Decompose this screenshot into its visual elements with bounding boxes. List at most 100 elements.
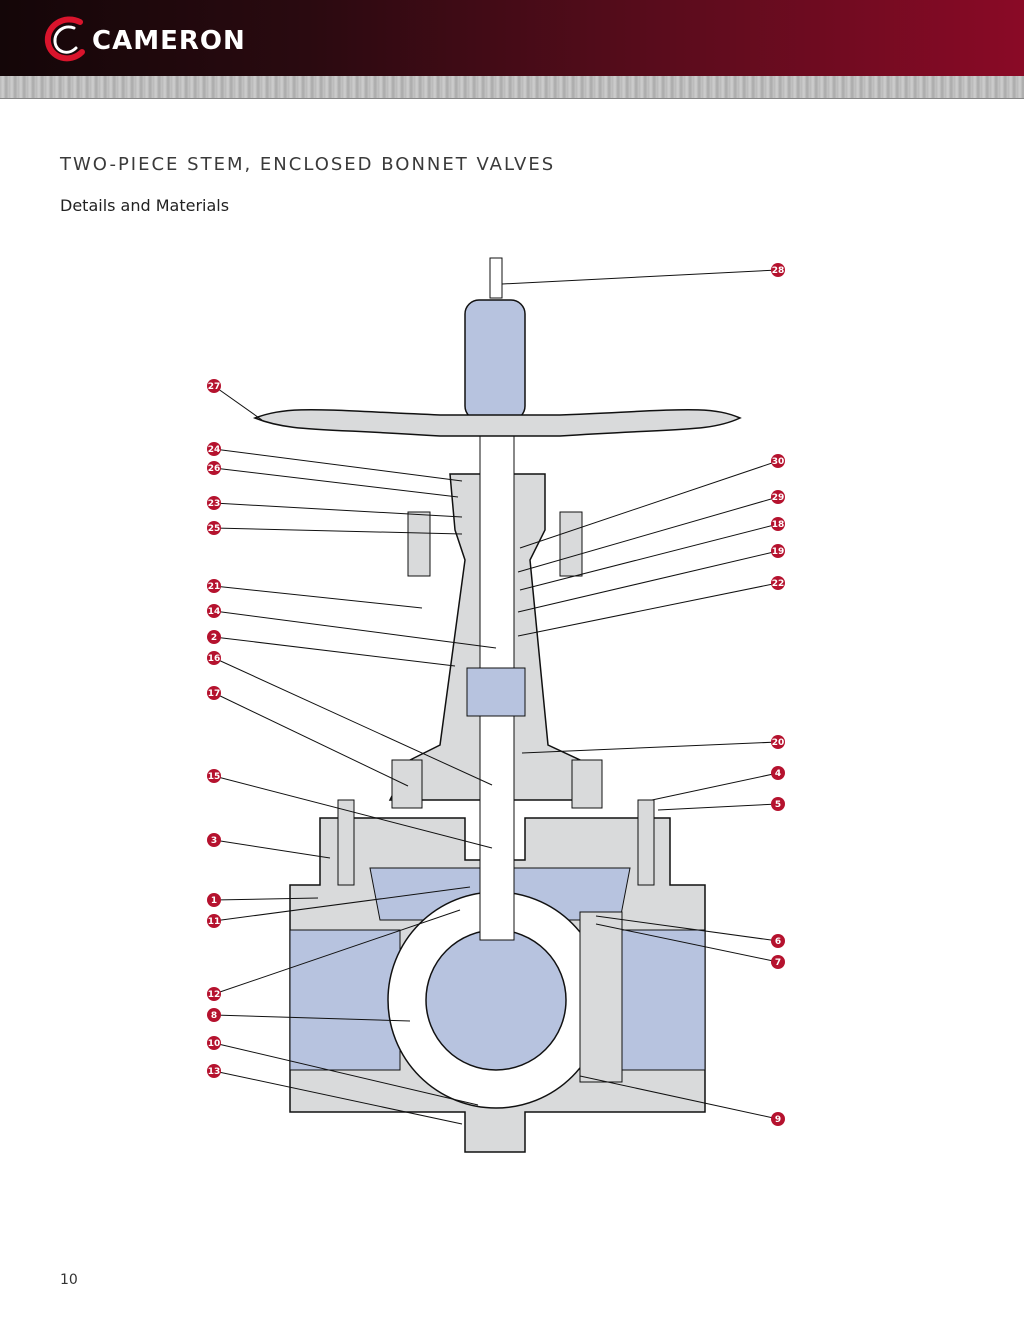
callout-right-5: 22	[517, 576, 785, 637]
callout-number: 16	[208, 654, 221, 664]
callout-number: 17	[208, 689, 221, 699]
callout-leader-line	[595, 915, 779, 942]
header-bar: CAMERON	[0, 0, 1024, 76]
callout-marker	[207, 1008, 221, 1022]
header-metal-strip	[0, 76, 1024, 99]
callout-leader-line	[501, 269, 779, 285]
callout-left-17: 13	[207, 1064, 463, 1125]
callout-marker	[207, 1064, 221, 1078]
callout-right-3: 18	[519, 517, 785, 591]
callout-number: 26	[208, 464, 221, 474]
callout-marker	[207, 651, 221, 665]
stem-bearing-block	[466, 667, 526, 717]
callout-right-10: 7	[595, 923, 785, 969]
callout-number: 11	[208, 917, 221, 927]
callout-marker	[771, 955, 785, 969]
callout-marker	[771, 766, 785, 780]
callout-number: 8	[211, 1011, 217, 1021]
callout-marker	[207, 379, 221, 393]
callout-marker	[771, 797, 785, 811]
callout-left-4: 25	[207, 521, 463, 535]
callout-left-12: 1	[207, 893, 319, 907]
gland-bolt-left	[407, 511, 431, 577]
callout-marker	[771, 517, 785, 531]
callout-right-6: 20	[521, 735, 785, 754]
callout-leader-line	[213, 527, 463, 535]
callout-left-3: 23	[207, 496, 463, 518]
callout-marker	[771, 735, 785, 749]
callout-number: 28	[772, 266, 785, 276]
cameron-logo-icon	[44, 16, 85, 62]
callout-marker	[207, 987, 221, 1001]
callout-right-8: 5	[657, 797, 785, 811]
gland-bolt-right	[559, 511, 583, 577]
callout-left-5: 21	[207, 579, 423, 609]
brand-name: CAMERON	[92, 26, 246, 56]
callout-number: 13	[208, 1067, 221, 1077]
callout-marker	[207, 521, 221, 535]
callout-leader-line	[517, 550, 779, 613]
callout-leader-line	[213, 467, 459, 498]
callout-leader-line	[213, 610, 497, 649]
callout-leader-line	[213, 502, 463, 518]
callout-leader-line	[213, 585, 423, 609]
callout-leader-line	[213, 1014, 411, 1022]
stem-upper-housing	[464, 299, 526, 421]
callout-leader-line	[519, 523, 779, 591]
callout-marker	[207, 442, 221, 456]
callout-marker	[771, 454, 785, 468]
bonnet-bolt-right	[637, 799, 655, 886]
callout-marker	[207, 630, 221, 644]
callout-number: 22	[772, 579, 785, 589]
callout-leader-line	[213, 909, 461, 995]
callout-right-1: 30	[519, 454, 785, 549]
callout-marker	[207, 496, 221, 510]
callout-number: 29	[772, 493, 785, 503]
callout-leader-line	[213, 448, 463, 482]
callout-marker	[771, 490, 785, 504]
callout-left-15: 8	[207, 1008, 411, 1022]
callout-marker	[207, 893, 221, 907]
callout-left-13: 11	[207, 886, 471, 928]
callout-number: 20	[772, 738, 785, 748]
callout-number: 6	[775, 937, 781, 947]
ball-bore	[425, 929, 567, 1071]
side-nut-left	[391, 759, 423, 809]
callout-left-10: 15	[207, 769, 493, 849]
callout-leader-line	[519, 460, 779, 549]
callout-marker	[771, 1112, 785, 1126]
side-nut-right	[571, 759, 603, 809]
page-subtitle: Details and Materials	[60, 196, 230, 215]
callout-left-9: 17	[207, 686, 409, 787]
callout-leader-line	[213, 886, 471, 922]
bonnet-bolt-left	[337, 799, 355, 886]
callout-number: 21	[208, 582, 221, 592]
callout-number: 12	[208, 990, 221, 1000]
callout-marker	[207, 461, 221, 475]
callout-marker	[207, 686, 221, 700]
callout-leader-line	[517, 496, 779, 573]
callout-right-11: 9	[579, 1075, 785, 1126]
callout-left-8: 16	[207, 651, 493, 786]
callout-left-1: 24	[207, 442, 463, 482]
callout-left-6: 14	[207, 604, 497, 649]
seat	[579, 911, 623, 1083]
callout-marker	[771, 934, 785, 948]
callout-left-11: 3	[207, 833, 331, 859]
callout-number: 19	[772, 547, 785, 557]
callout-number: 3	[211, 836, 217, 846]
callout-number: 18	[772, 520, 785, 530]
callout-left-2: 26	[207, 461, 459, 498]
callout-number: 10	[208, 1039, 221, 1049]
callout-marker	[207, 833, 221, 847]
callout-leader-line	[651, 772, 779, 801]
callout-number: 14	[208, 607, 221, 617]
callout-marker	[207, 579, 221, 593]
callout-leader-line	[213, 1042, 479, 1106]
callout-leader-line	[595, 923, 779, 963]
callout-number: 5	[775, 800, 781, 810]
callout-leader-line	[213, 775, 493, 849]
callout-right-0: 28	[501, 263, 785, 285]
callout-left-0: 27	[207, 379, 263, 421]
